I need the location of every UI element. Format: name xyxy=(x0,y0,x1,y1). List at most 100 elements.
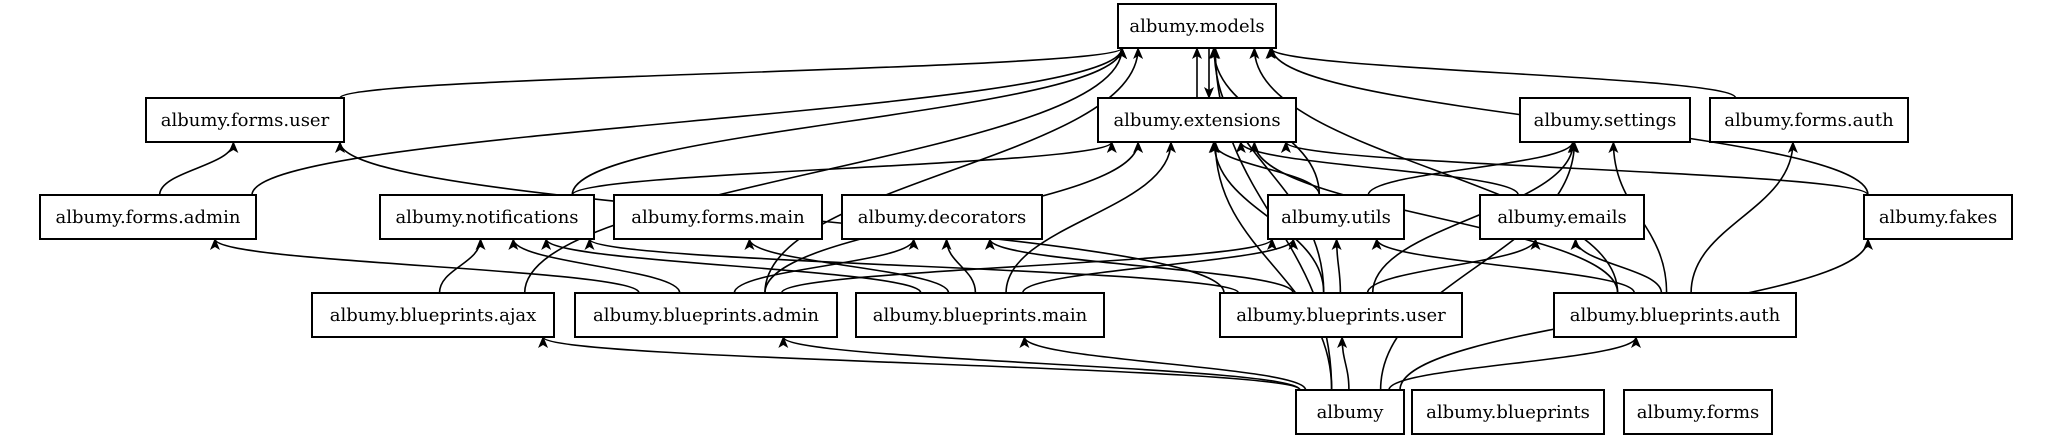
edge-bp_ajax-to-models xyxy=(523,47,1127,294)
edge-bp_auth-to-emails xyxy=(1570,238,1663,294)
edge-albumy-to-settings xyxy=(1379,141,1580,391)
node-label: albumy.blueprints.ajax xyxy=(330,305,537,326)
node-blueprints: albumy.blueprints xyxy=(1411,389,1605,435)
node-extensions: albumy.extensions xyxy=(1097,97,1297,143)
node-label: albumy.extensions xyxy=(1113,110,1280,131)
node-settings: albumy.settings xyxy=(1519,97,1691,143)
node-box xyxy=(311,292,555,338)
node-label: albumy.blueprints.admin xyxy=(593,305,819,326)
node-forms: albumy.forms xyxy=(1623,389,1773,435)
node-label: albumy.forms.admin xyxy=(56,207,241,228)
node-label: albumy.blueprints.main xyxy=(873,305,1088,326)
node-box xyxy=(1219,292,1463,338)
edge-forms_auth-to-models xyxy=(1265,47,1737,99)
edge-albumy-to-bp_main xyxy=(1019,336,1307,391)
edge-utils-to-settings xyxy=(1367,141,1578,196)
edge-albumy-to-extensions xyxy=(1210,141,1333,391)
node-box xyxy=(379,194,595,240)
edge-bp_auth-to-utils xyxy=(1371,238,1636,294)
node-bp-admin: albumy.blueprints.admin xyxy=(574,292,838,338)
edge-bp_auth-to-models xyxy=(1249,47,1619,294)
node-box xyxy=(1411,389,1605,435)
node-box xyxy=(841,194,1043,240)
edge-albumy-to-bp_ajax xyxy=(538,336,1301,391)
edge-bp_user-to-models xyxy=(1209,47,1325,294)
node-box xyxy=(1295,389,1405,435)
edge-bp_main-to-decorators xyxy=(941,238,977,294)
node-bp-user: albumy.blueprints.user xyxy=(1219,292,1463,338)
edge-bp_auth-to-forms_auth xyxy=(1690,141,1798,294)
edge-bp_main-to-extensions xyxy=(1005,141,1176,294)
edge-bp_main-to-utils xyxy=(1021,238,1299,294)
node-box xyxy=(1267,194,1405,240)
edge-bp_user-to-settings xyxy=(1371,141,1579,294)
node-label: albumy.blueprints xyxy=(1426,402,1590,423)
node-label: albumy.fakes xyxy=(1879,207,1997,228)
node-box xyxy=(1519,97,1691,143)
edge-forms_admin-to-forms_user xyxy=(158,141,239,196)
edge-bp_user-to-decorators xyxy=(985,238,1294,294)
edge-bp_admin-to-notifications xyxy=(508,238,681,294)
node-box xyxy=(1623,389,1773,435)
node-box xyxy=(39,194,257,240)
node-forms-auth: albumy.forms.auth xyxy=(1709,97,1909,143)
edge-fakes-to-extensions xyxy=(1281,141,1869,196)
node-decorators: albumy.decorators xyxy=(841,194,1043,240)
node-box xyxy=(1117,3,1277,49)
node-emails: albumy.emails xyxy=(1479,194,1645,240)
node-label: albumy.forms.auth xyxy=(1724,110,1894,131)
node-label: albumy.blueprints.user xyxy=(1236,305,1446,326)
edge-albumy-to-bp_auth xyxy=(1388,336,1641,391)
node-fakes: albumy.fakes xyxy=(1863,194,2013,240)
node-label: albumy.blueprints.auth xyxy=(1570,305,1781,326)
node-notifications: albumy.notifications xyxy=(379,194,595,240)
node-label: albumy.notifications xyxy=(395,207,578,228)
node-label: albumy.forms xyxy=(1637,402,1760,423)
node-bp-ajax: albumy.blueprints.ajax xyxy=(311,292,555,338)
node-label: albumy.settings xyxy=(1534,110,1677,131)
edge-bp_ajax-to-notifications xyxy=(438,238,486,294)
node-label: albumy.utils xyxy=(1281,207,1391,228)
edge-notifications-to-extensions xyxy=(571,141,1117,196)
node-albumy: albumy xyxy=(1295,389,1405,435)
edge-bp_admin-to-forms_admin xyxy=(210,238,640,294)
node-label: albumy xyxy=(1317,402,1385,423)
node-box xyxy=(613,194,823,240)
node-models: albumy.models xyxy=(1117,3,1277,49)
node-label: albumy.forms.main xyxy=(631,207,805,228)
node-label: albumy.models xyxy=(1129,16,1264,37)
node-label: albumy.emails xyxy=(1497,207,1626,228)
node-forms-main: albumy.forms.main xyxy=(613,194,823,240)
edge-albumy-to-bp_admin xyxy=(778,336,1301,391)
node-box xyxy=(1553,292,1797,338)
node-label: albumy.forms.user xyxy=(161,110,330,131)
edge-bp_main-to-forms_main xyxy=(744,238,950,294)
node-bp-main: albumy.blueprints.main xyxy=(855,292,1105,338)
edge-bp_user-to-utils xyxy=(1331,238,1342,294)
node-label: albumy.decorators xyxy=(858,207,1027,228)
node-bp-auth: albumy.blueprints.auth xyxy=(1553,292,1797,338)
node-box xyxy=(1479,194,1645,240)
edge-forms_admin-to-models xyxy=(251,47,1127,196)
edge-albumy-to-bp_user xyxy=(1337,336,1350,391)
node-forms-user: albumy.forms.user xyxy=(145,97,345,143)
edge-bp_user-to-emails xyxy=(1366,238,1541,294)
edge-bp_main-to-notifications xyxy=(541,238,922,294)
node-box xyxy=(855,292,1105,338)
edge-bp_admin-to-decorators xyxy=(733,238,919,294)
node-utils: albumy.utils xyxy=(1267,194,1405,240)
edge-bp_user-to-notifications xyxy=(584,238,1240,294)
node-box xyxy=(574,292,838,338)
edge-bp_admin-to-models xyxy=(764,47,1144,294)
edge-bp_admin-to-utils xyxy=(780,238,1277,294)
nodes-layer: albumy.models albumy.extensions albumy.for… xyxy=(39,3,2013,435)
node-box xyxy=(1863,194,2013,240)
node-box xyxy=(1097,97,1297,143)
edge-notifications-to-models xyxy=(571,47,1127,196)
edge-bp_auth-to-extensions xyxy=(1249,141,1619,294)
edge-forms_user-to-models xyxy=(339,47,1127,99)
node-forms-admin: albumy.forms.admin xyxy=(39,194,257,240)
node-box xyxy=(1709,97,1909,143)
node-box xyxy=(145,97,345,143)
